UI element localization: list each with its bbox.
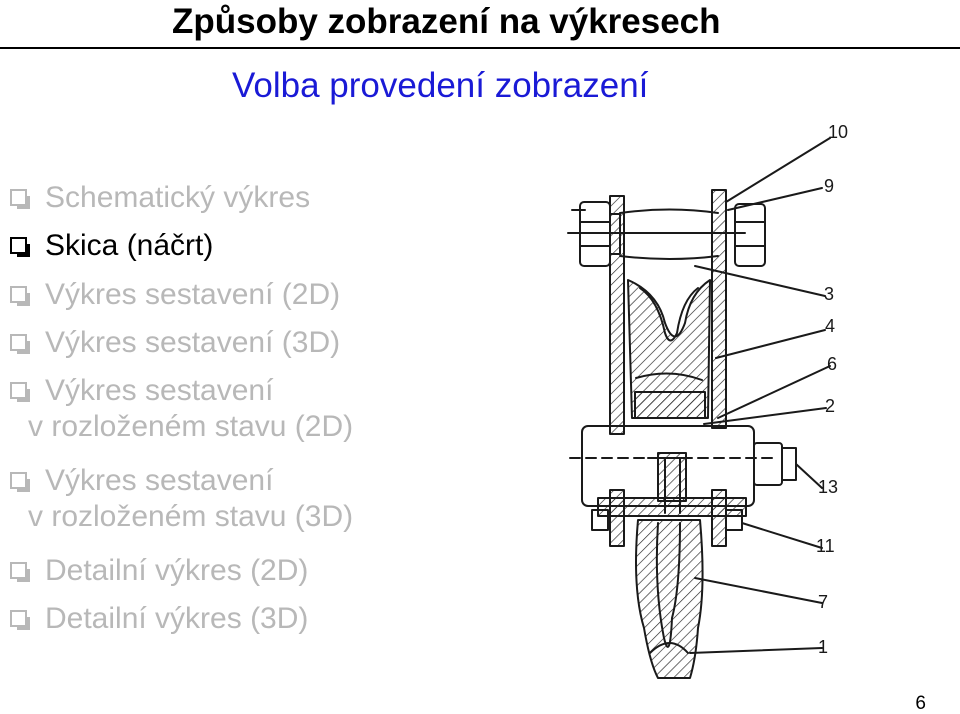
bullet-item: Výkres sestavení v rozloženém stavu (2D) bbox=[10, 373, 353, 445]
page-number: 6 bbox=[915, 693, 926, 714]
sketch-label: 1 bbox=[818, 637, 828, 657]
checkbox-square-icon bbox=[10, 610, 30, 630]
slide-title: Způsoby zobrazení na výkresech bbox=[172, 2, 721, 41]
bullet-item: Výkres sestavení v rozloženém stavu (3D) bbox=[10, 463, 353, 535]
slide-subtitle: Volba provedení zobrazení bbox=[232, 66, 649, 105]
sketch-label: 13 bbox=[818, 477, 838, 497]
bullet-item-active: Skica (náčrt) bbox=[10, 228, 213, 264]
sketch-label: 2 bbox=[825, 396, 835, 416]
sketch-label: 6 bbox=[827, 354, 837, 374]
checkbox-square-icon bbox=[10, 562, 30, 582]
bullet-text: Výkres sestavení (2D) bbox=[45, 278, 341, 311]
checkbox-square-icon bbox=[10, 334, 30, 354]
bullet-text-continuation: v rozloženém stavu (2D) bbox=[28, 410, 354, 443]
bullet-item: Výkres sestavení (2D) bbox=[10, 277, 340, 313]
bullet-text: Výkres sestavení bbox=[45, 464, 274, 497]
bullet-text: Detailní výkres (3D) bbox=[45, 602, 309, 635]
title-divider bbox=[0, 47, 960, 49]
checkbox-square-icon bbox=[10, 189, 30, 209]
bullet-item: Výkres sestavení (3D) bbox=[10, 325, 340, 361]
pulley-sketch: 10 9 3 4 6 2 13 11 7 1 bbox=[567, 122, 848, 679]
bullet-text: Výkres sestavení (3D) bbox=[45, 326, 341, 359]
bullet-text: Skica (náčrt) bbox=[45, 229, 214, 262]
checkbox-square-icon bbox=[10, 382, 30, 402]
checkbox-square-icon bbox=[10, 286, 30, 306]
sketch-label: 9 bbox=[824, 176, 834, 196]
bullet-text: Výkres sestavení bbox=[45, 374, 274, 407]
bullet-text: Schematický výkres bbox=[45, 181, 311, 214]
bullet-item: Schematický výkres bbox=[10, 180, 310, 216]
checkbox-square-icon bbox=[10, 472, 30, 492]
sketch-label: 10 bbox=[828, 122, 848, 142]
checkbox-square-icon bbox=[10, 237, 30, 257]
bullet-text: Detailní výkres (2D) bbox=[45, 554, 309, 587]
sketch-label: 7 bbox=[818, 592, 828, 612]
sketch-label: 11 bbox=[816, 536, 835, 556]
sketch-label: 4 bbox=[825, 316, 835, 336]
bullet-item: Detailní výkres (2D) bbox=[10, 553, 308, 589]
sketch-label: 3 bbox=[824, 284, 834, 304]
bullet-item: Detailní výkres (3D) bbox=[10, 601, 308, 637]
bullet-text-continuation: v rozloženém stavu (3D) bbox=[28, 500, 354, 533]
